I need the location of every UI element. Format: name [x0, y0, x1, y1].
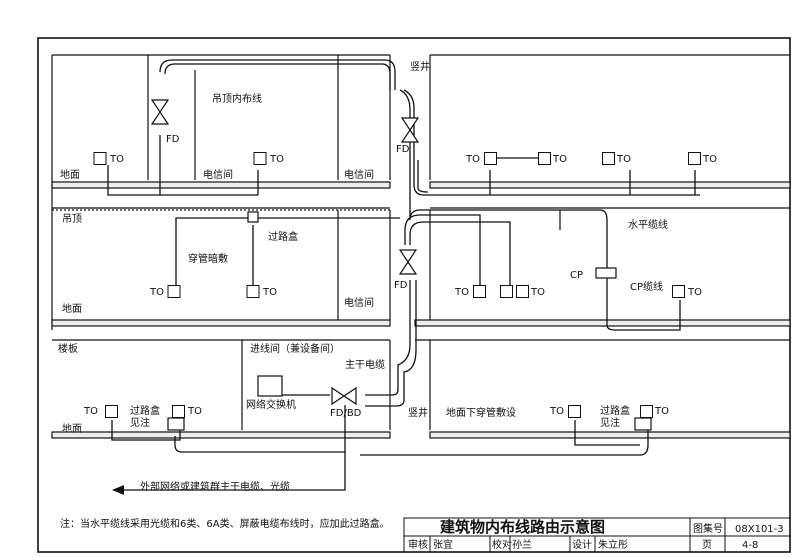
- label-pull-box-2: 过路盒: [130, 404, 160, 417]
- atlas-no: 08X101-3: [735, 524, 784, 535]
- label-to-4: TO: [552, 154, 567, 165]
- drawing-title: 建筑物内布线路由示意图: [440, 518, 605, 536]
- label-to-11: TO: [687, 287, 702, 298]
- label-ceiling: 吊顶: [62, 213, 82, 225]
- label-to-2: TO: [269, 154, 284, 165]
- fd-device-shaft-middle: [398, 249, 418, 275]
- label-to-7: TO: [149, 287, 164, 298]
- label-fd-3: FD: [394, 280, 408, 291]
- checker: 孙兰: [512, 538, 532, 551]
- network-switch-box: [257, 375, 283, 397]
- label-floor-slab: 楼板: [58, 342, 78, 355]
- label-fd-2: FD: [396, 144, 410, 155]
- label-see-note-2: 见注: [600, 416, 620, 429]
- atlas-label: 图集号: [693, 522, 723, 535]
- pull-box: [247, 211, 259, 223]
- label-floor-3: 地面: [62, 422, 82, 435]
- external-arrow-icon: [112, 485, 124, 495]
- label-to-13: TO: [187, 406, 202, 417]
- pull-box-lower-left: [167, 417, 185, 431]
- label-network-switch: 网络交换机: [246, 398, 296, 411]
- label-entrance-room: 进线间（兼设备间）: [250, 342, 340, 355]
- pull-box-lower-right: [634, 417, 652, 431]
- design-label: 设计: [572, 538, 592, 551]
- label-to-15: TO: [654, 406, 669, 417]
- designer: 朱立彤: [598, 538, 628, 551]
- label-trunk-cable: 主干电缆: [345, 358, 385, 371]
- label-telecom-2: 电信间: [344, 168, 374, 181]
- label-to-8: TO: [262, 287, 277, 298]
- label-fd-1: FD: [166, 134, 180, 145]
- footnote: 注：当水平缆线采用光缆和6类、6A类、屏蔽电缆布线时，应加此过路盒。: [60, 517, 390, 530]
- label-to-14: TO: [549, 406, 564, 417]
- label-pull-box: 过路盒: [268, 230, 298, 243]
- fd-bd-device: [331, 386, 357, 406]
- label-to-12: TO: [83, 406, 98, 417]
- title-block-text: 建筑物内布线路由示意图 图集号 08X101-3 审核 张宜 校对 孙兰 设计 …: [408, 518, 784, 551]
- fd-device-shaft-upper: [400, 117, 420, 143]
- label-to-10: TO: [530, 287, 545, 298]
- label-to-1: TO: [109, 154, 124, 165]
- label-shaft-bottom: 竖井: [408, 406, 428, 419]
- page-label: 页: [702, 539, 712, 551]
- label-shaft-top: 竖井: [410, 60, 430, 73]
- cp-box: [595, 267, 617, 279]
- diagram-labels: 竖井 吊顶内布线 FD FD 地面 电信间 电信间 TO TO TO TO TO…: [58, 60, 717, 530]
- fd-device-upper-left: [150, 99, 170, 125]
- cable-routes: [107, 59, 700, 491]
- label-pull-box-3: 过路盒: [600, 404, 630, 417]
- label-floor-2: 地面: [62, 302, 82, 315]
- page-no: 4-8: [742, 540, 758, 551]
- label-to-3: TO: [465, 154, 480, 165]
- label-cp-cable: CP缆线: [630, 280, 663, 293]
- check-label: 校对: [492, 538, 512, 551]
- label-see-note-1: 见注: [130, 416, 150, 429]
- label-conduit: 穿管暗敷: [188, 252, 228, 265]
- label-underfloor: 地面下穿管敷设: [446, 406, 516, 419]
- label-fd-bd: FD/BD: [330, 408, 362, 419]
- label-external: 外部网络或建筑群主干电缆、光缆: [140, 480, 290, 493]
- label-to-9: TO: [454, 287, 469, 298]
- label-to-6: TO: [702, 154, 717, 165]
- building-structure: [51, 54, 791, 439]
- label-floor-1: 地面: [60, 168, 80, 181]
- label-telecom-3: 电信间: [344, 296, 374, 309]
- label-to-5: TO: [616, 154, 631, 165]
- label-horizontal-cable: 水平缆线: [628, 218, 668, 231]
- review-label: 审核: [408, 538, 428, 551]
- reviewer: 张宜: [433, 538, 453, 551]
- label-cp: CP: [570, 270, 583, 281]
- label-telecom-1: 电信间: [203, 168, 233, 181]
- label-ceiling-cable: 吊顶内布线: [212, 92, 262, 105]
- title-block: [403, 517, 791, 553]
